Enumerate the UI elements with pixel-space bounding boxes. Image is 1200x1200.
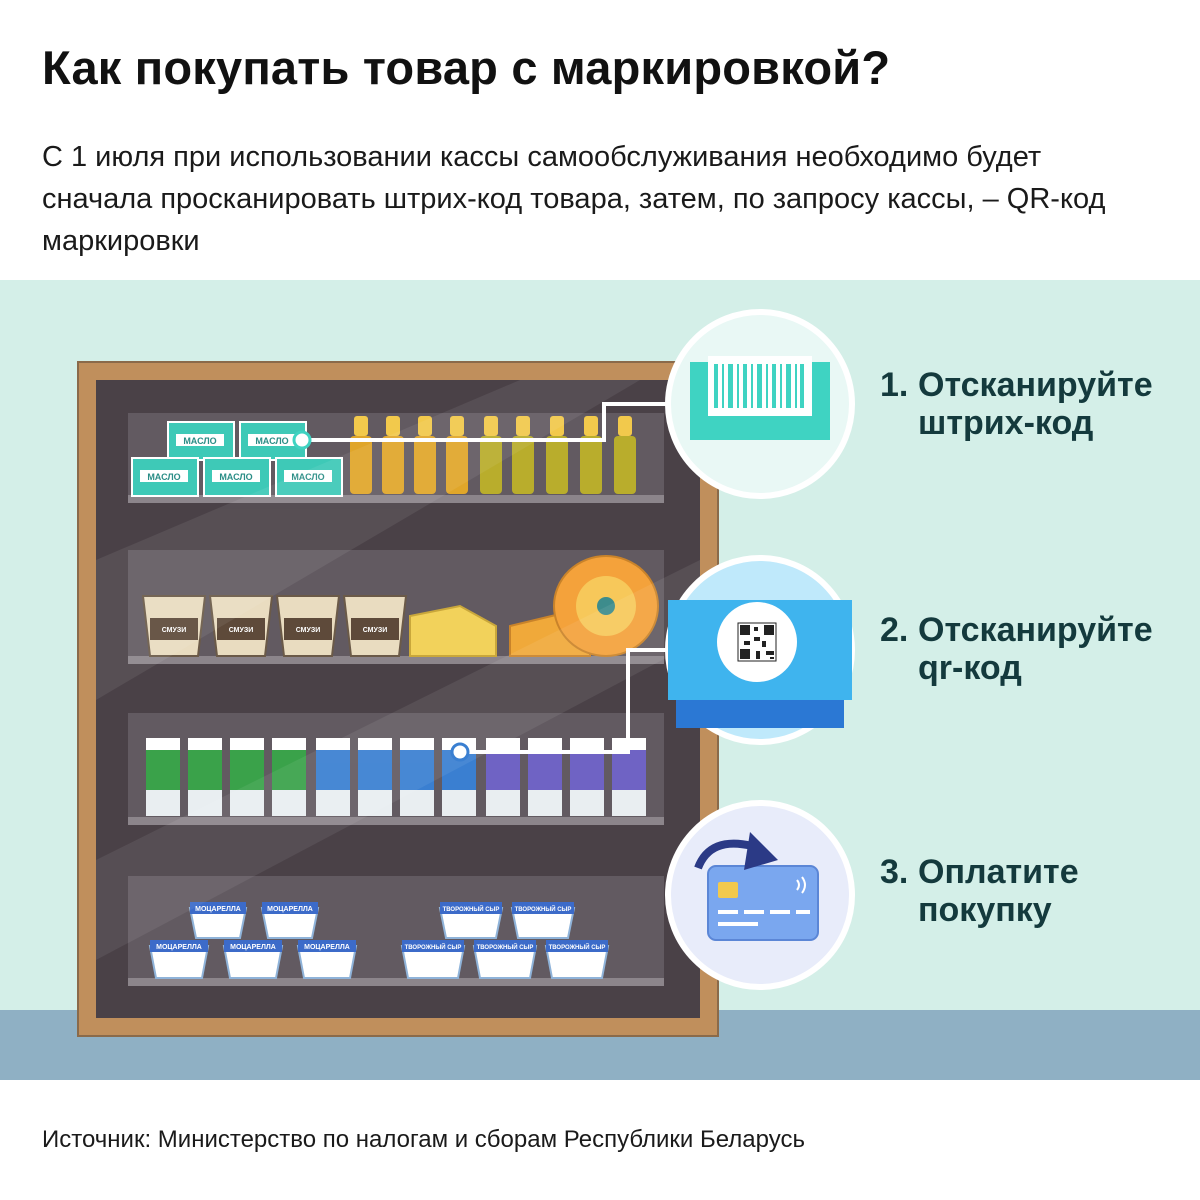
butter-label: МАСЛО — [291, 472, 324, 482]
step-text: Оплатите покупку — [918, 853, 1079, 929]
mozzarella-label: МОЦАРЕЛЛА — [156, 944, 202, 951]
cheese-pieces — [409, 555, 659, 657]
page-title: Как покупать товар с маркировкой? — [42, 41, 891, 94]
cream-cheese-label: ТВОРОЖНЫЙ СЫР — [405, 943, 462, 951]
scan-point-qr — [450, 742, 470, 762]
step-number: 2. — [880, 611, 909, 649]
smoothie-label: СМУЗИ — [162, 627, 187, 634]
step-text: Отсканируйте qr-код — [918, 611, 1153, 687]
mozzarella-tubs: МОЦАРЕЛЛА МОЦАРЕЛЛА МОЦАРЕЛЛА МОЦАРЕЛЛА … — [148, 902, 358, 979]
connector-lines — [302, 402, 668, 754]
juice-bottles — [350, 416, 636, 494]
step-number: 3. — [880, 853, 909, 891]
smoothie-label: СМУЗИ — [363, 627, 388, 634]
store-shelf-illustration: МАСЛО МАСЛО МАСЛО МАСЛО МАСЛО — [0, 280, 1200, 1080]
source-note: Источник: Министерство по налогам и сбор… — [42, 1126, 805, 1153]
shelf-boards — [128, 495, 664, 986]
step-text: Отсканируйте штрих-код — [918, 366, 1153, 442]
cream-cheese-tubs: ТВОРОЖНЫЙ СЫР ТВОРОЖНЫЙ СЫР ТВОРОЖНЫЙ СЫ… — [400, 902, 610, 979]
page-subtitle: С 1 июля при использовании кассы самообс… — [42, 141, 1106, 257]
cream-cheese-label: ТВОРОЖНЫЙ СЫР — [515, 905, 572, 913]
scan-point-barcode — [292, 430, 312, 450]
cream-cheese-label: ТВОРОЖНЫЙ СЫР — [443, 905, 500, 913]
smoothie-label: СМУЗИ — [296, 627, 321, 634]
qr-code-icon — [665, 555, 855, 745]
mozzarella-label: МОЦАРЕЛЛА — [304, 944, 350, 951]
smoothie-label: СМУЗИ — [229, 627, 254, 634]
butter-label: МАСЛО — [255, 436, 288, 446]
smoothie-cups: СМУЗИ СМУЗИ СМУЗИ СМУЗИ — [141, 595, 408, 657]
butter-label: МАСЛО — [147, 472, 180, 482]
mozzarella-label: МОЦАРЕЛЛА — [230, 944, 276, 951]
card-payment-icon — [665, 800, 855, 990]
mozzarella-label: МОЦАРЕЛЛА — [195, 906, 241, 913]
mozzarella-label: МОЦАРЕЛЛА — [267, 906, 313, 913]
barcode-icon — [665, 309, 855, 499]
butter-label: МАСЛО — [183, 436, 216, 446]
cream-cheese-label: ТВОРОЖНЫЙ СЫР — [549, 943, 606, 951]
cream-cheese-label: ТВОРОЖНЫЙ СЫР — [477, 943, 534, 951]
glass-reflection — [96, 380, 700, 960]
butter-label: МАСЛО — [219, 472, 252, 482]
step-number: 1. — [880, 366, 909, 404]
